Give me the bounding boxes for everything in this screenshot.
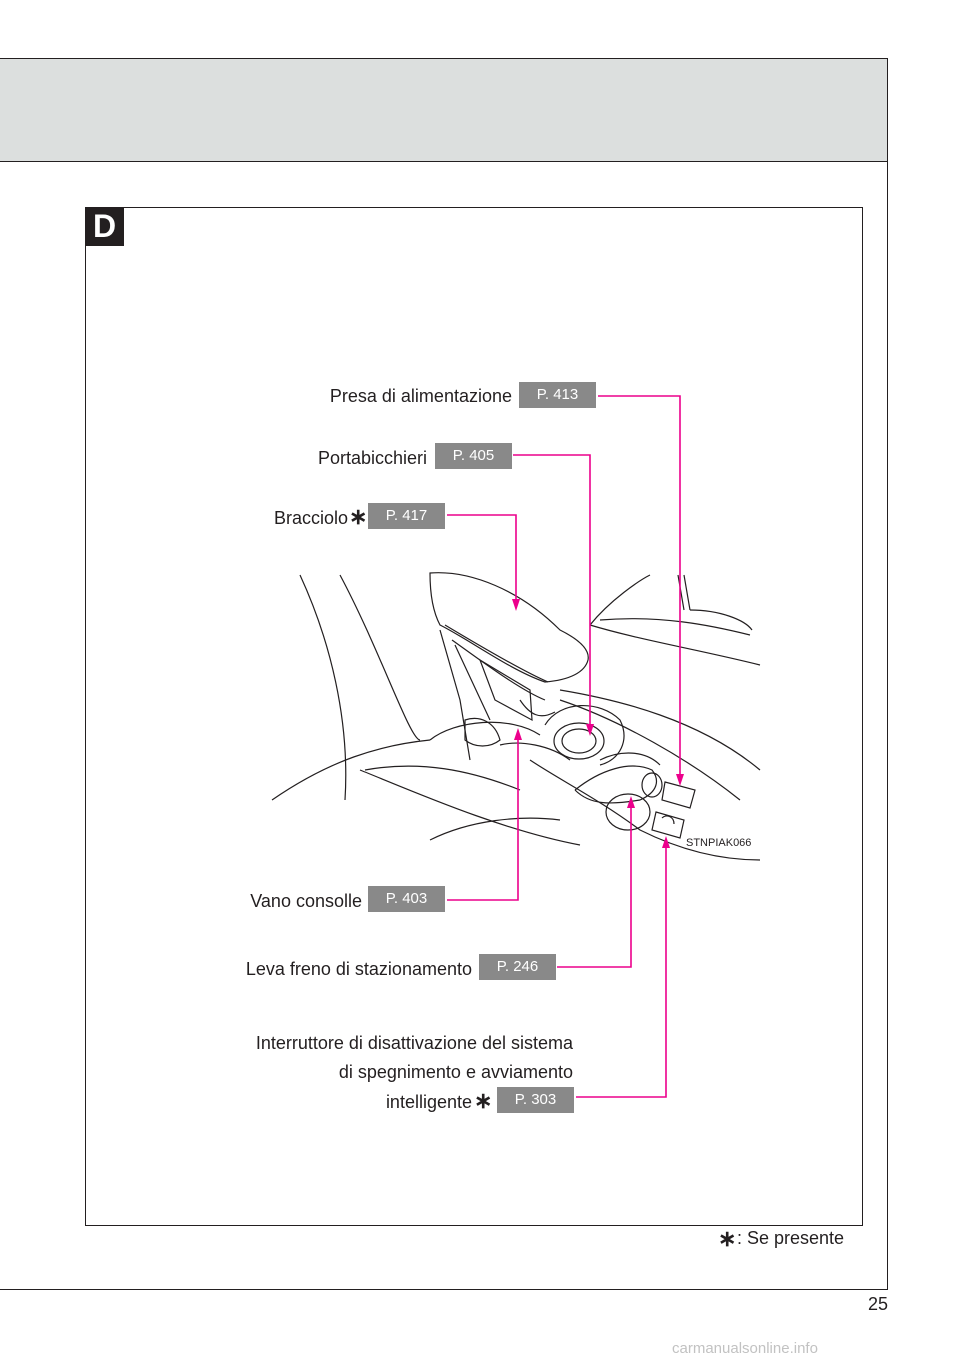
leader-presa [598,395,681,782]
page-ref-portabicchieri[interactable]: P. 405 [435,443,512,469]
leader-leva [557,800,632,968]
asterisk-icon: ∗ [718,1226,737,1251]
label-leva-freno: Leva freno di stazionamento [245,959,472,979]
leader-portabicchieri [513,454,591,732]
page-frame [0,58,888,1290]
page-ref-vano-consolle[interactable]: P. 403 [368,886,445,912]
asterisk-icon: ∗ [474,1088,493,1113]
page-ref-leva-freno[interactable]: P. 246 [479,954,556,980]
leader-vano [447,732,519,901]
label-bracciolo: Bracciolo [273,508,348,528]
label-presa: Presa di alimentazione [329,386,512,406]
label-vano-consolle: Vano consolle [250,891,362,911]
section-box [85,207,863,1226]
leader-bracciolo [447,514,517,607]
asterisk-icon: ∗ [349,504,368,529]
leader-arrowheads [512,599,684,848]
leader-lines [447,395,681,1098]
page-number: 25 [868,1294,889,1314]
image-code: STNPIAK066 [686,837,752,849]
section-letter-tab: D [85,207,124,246]
label-interruttore-line2: di spegnimento e avviamento [338,1062,573,1082]
page-ref-presa[interactable]: P. 413 [519,382,596,408]
page-ref-interruttore[interactable]: P. 303 [497,1087,574,1113]
watermark: carmanualsonline.info [672,1340,818,1357]
header-band [0,58,888,162]
label-interruttore-line3: intelligente [385,1092,472,1112]
footnote: : Se presente [737,1228,845,1248]
page-ref-bracciolo[interactable]: P. 417 [368,503,445,529]
console-line-drawing [271,572,761,861]
leader-interruttore [576,840,667,1098]
label-portabicchieri: Portabicchieri [317,448,427,468]
label-interruttore-line1: Interruttore di disattivazione del siste… [255,1033,573,1053]
